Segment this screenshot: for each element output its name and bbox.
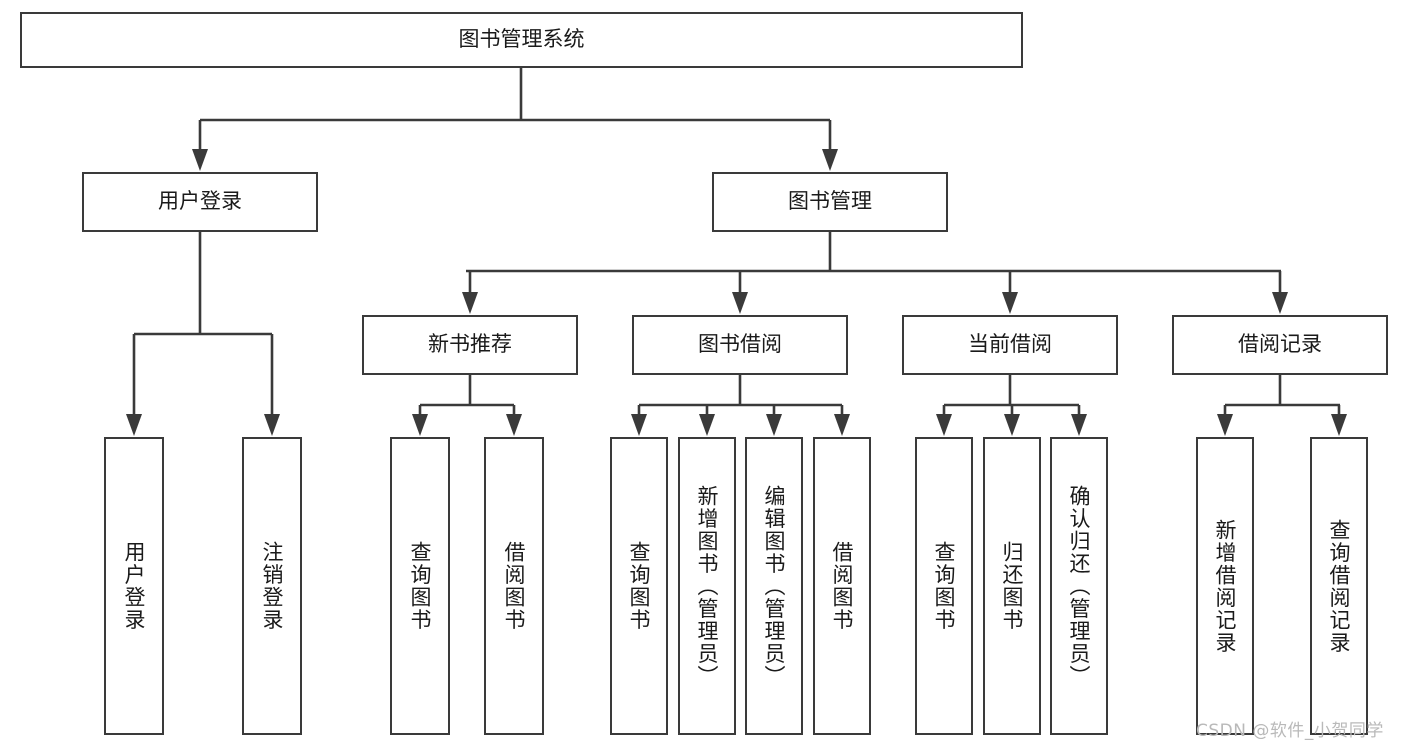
- arrow-head: [1331, 414, 1347, 436]
- node-current-borrow[interactable]: 当前借阅: [902, 315, 1118, 375]
- node-book-borrow[interactable]: 图书借阅: [632, 315, 848, 375]
- node-label: 编辑图书（管理员）: [762, 484, 787, 688]
- node-label: 图书管理: [788, 189, 872, 214]
- node-leaf-edit-book[interactable]: 编辑图书（管理员）: [745, 437, 803, 735]
- arrow-head: [1004, 414, 1020, 436]
- arrow-head: [631, 414, 647, 436]
- node-label: 借阅图书: [502, 541, 527, 631]
- arrow-head: [506, 414, 522, 436]
- node-leaf-add-book[interactable]: 新增图书（管理员）: [678, 437, 736, 735]
- node-leaf-query-book[interactable]: 查询图书: [610, 437, 668, 735]
- node-user-login[interactable]: 用户登录: [82, 172, 318, 232]
- node-label: 查询图书: [408, 541, 433, 631]
- node-leaf-query-book-cur[interactable]: 查询图书: [915, 437, 973, 735]
- arrow-head: [1071, 414, 1087, 436]
- node-leaf-borrow-book-rec[interactable]: 借阅图书: [484, 437, 544, 735]
- node-label: 查询图书: [932, 541, 957, 631]
- node-label: 新书推荐: [428, 332, 512, 357]
- node-label: 查询借阅记录: [1327, 518, 1352, 654]
- arrow-head: [1002, 292, 1018, 314]
- arrow-head: [834, 414, 850, 436]
- arrow-head: [192, 149, 208, 171]
- node-leaf-return-book[interactable]: 归还图书: [983, 437, 1041, 735]
- node-label: 图书借阅: [698, 332, 782, 357]
- arrow-head: [766, 414, 782, 436]
- node-leaf-confirm-return[interactable]: 确认归还（管理员）: [1050, 437, 1108, 735]
- node-label: 用户登录: [122, 541, 147, 631]
- arrow-head: [1217, 414, 1233, 436]
- arrow-head: [822, 149, 838, 171]
- node-root[interactable]: 图书管理系统: [20, 12, 1023, 68]
- node-leaf-user-login[interactable]: 用户登录: [104, 437, 164, 735]
- node-label: 注销登录: [260, 541, 285, 631]
- node-new-book-rec[interactable]: 新书推荐: [362, 315, 578, 375]
- arrow-head: [264, 414, 280, 436]
- node-label: 确认归还（管理员）: [1067, 484, 1092, 688]
- arrow-head: [936, 414, 952, 436]
- node-label: 新增借阅记录: [1213, 518, 1238, 654]
- arrow-head: [126, 414, 142, 436]
- node-label: 借阅记录: [1238, 332, 1322, 357]
- node-label: 当前借阅: [968, 332, 1052, 357]
- node-leaf-borrow-book[interactable]: 借阅图书: [813, 437, 871, 735]
- node-label: 归还图书: [1000, 541, 1025, 631]
- watermark: CSDN @软件_小贺同学: [1196, 721, 1384, 741]
- arrow-head: [699, 414, 715, 436]
- node-label: 新增图书（管理员）: [695, 484, 720, 688]
- arrow-head: [1272, 292, 1288, 314]
- arrow-head: [412, 414, 428, 436]
- node-book-manage[interactable]: 图书管理: [712, 172, 948, 232]
- node-leaf-add-record[interactable]: 新增借阅记录: [1196, 437, 1254, 735]
- node-label: 用户登录: [158, 189, 242, 214]
- node-leaf-query-record[interactable]: 查询借阅记录: [1310, 437, 1368, 735]
- node-label: 借阅图书: [830, 541, 855, 631]
- node-leaf-query-book-rec[interactable]: 查询图书: [390, 437, 450, 735]
- node-borrow-record[interactable]: 借阅记录: [1172, 315, 1388, 375]
- arrow-head: [732, 292, 748, 314]
- node-label: 查询图书: [627, 541, 652, 631]
- arrow-head: [462, 292, 478, 314]
- node-leaf-user-logout[interactable]: 注销登录: [242, 437, 302, 735]
- node-label: 图书管理系统: [458, 27, 585, 52]
